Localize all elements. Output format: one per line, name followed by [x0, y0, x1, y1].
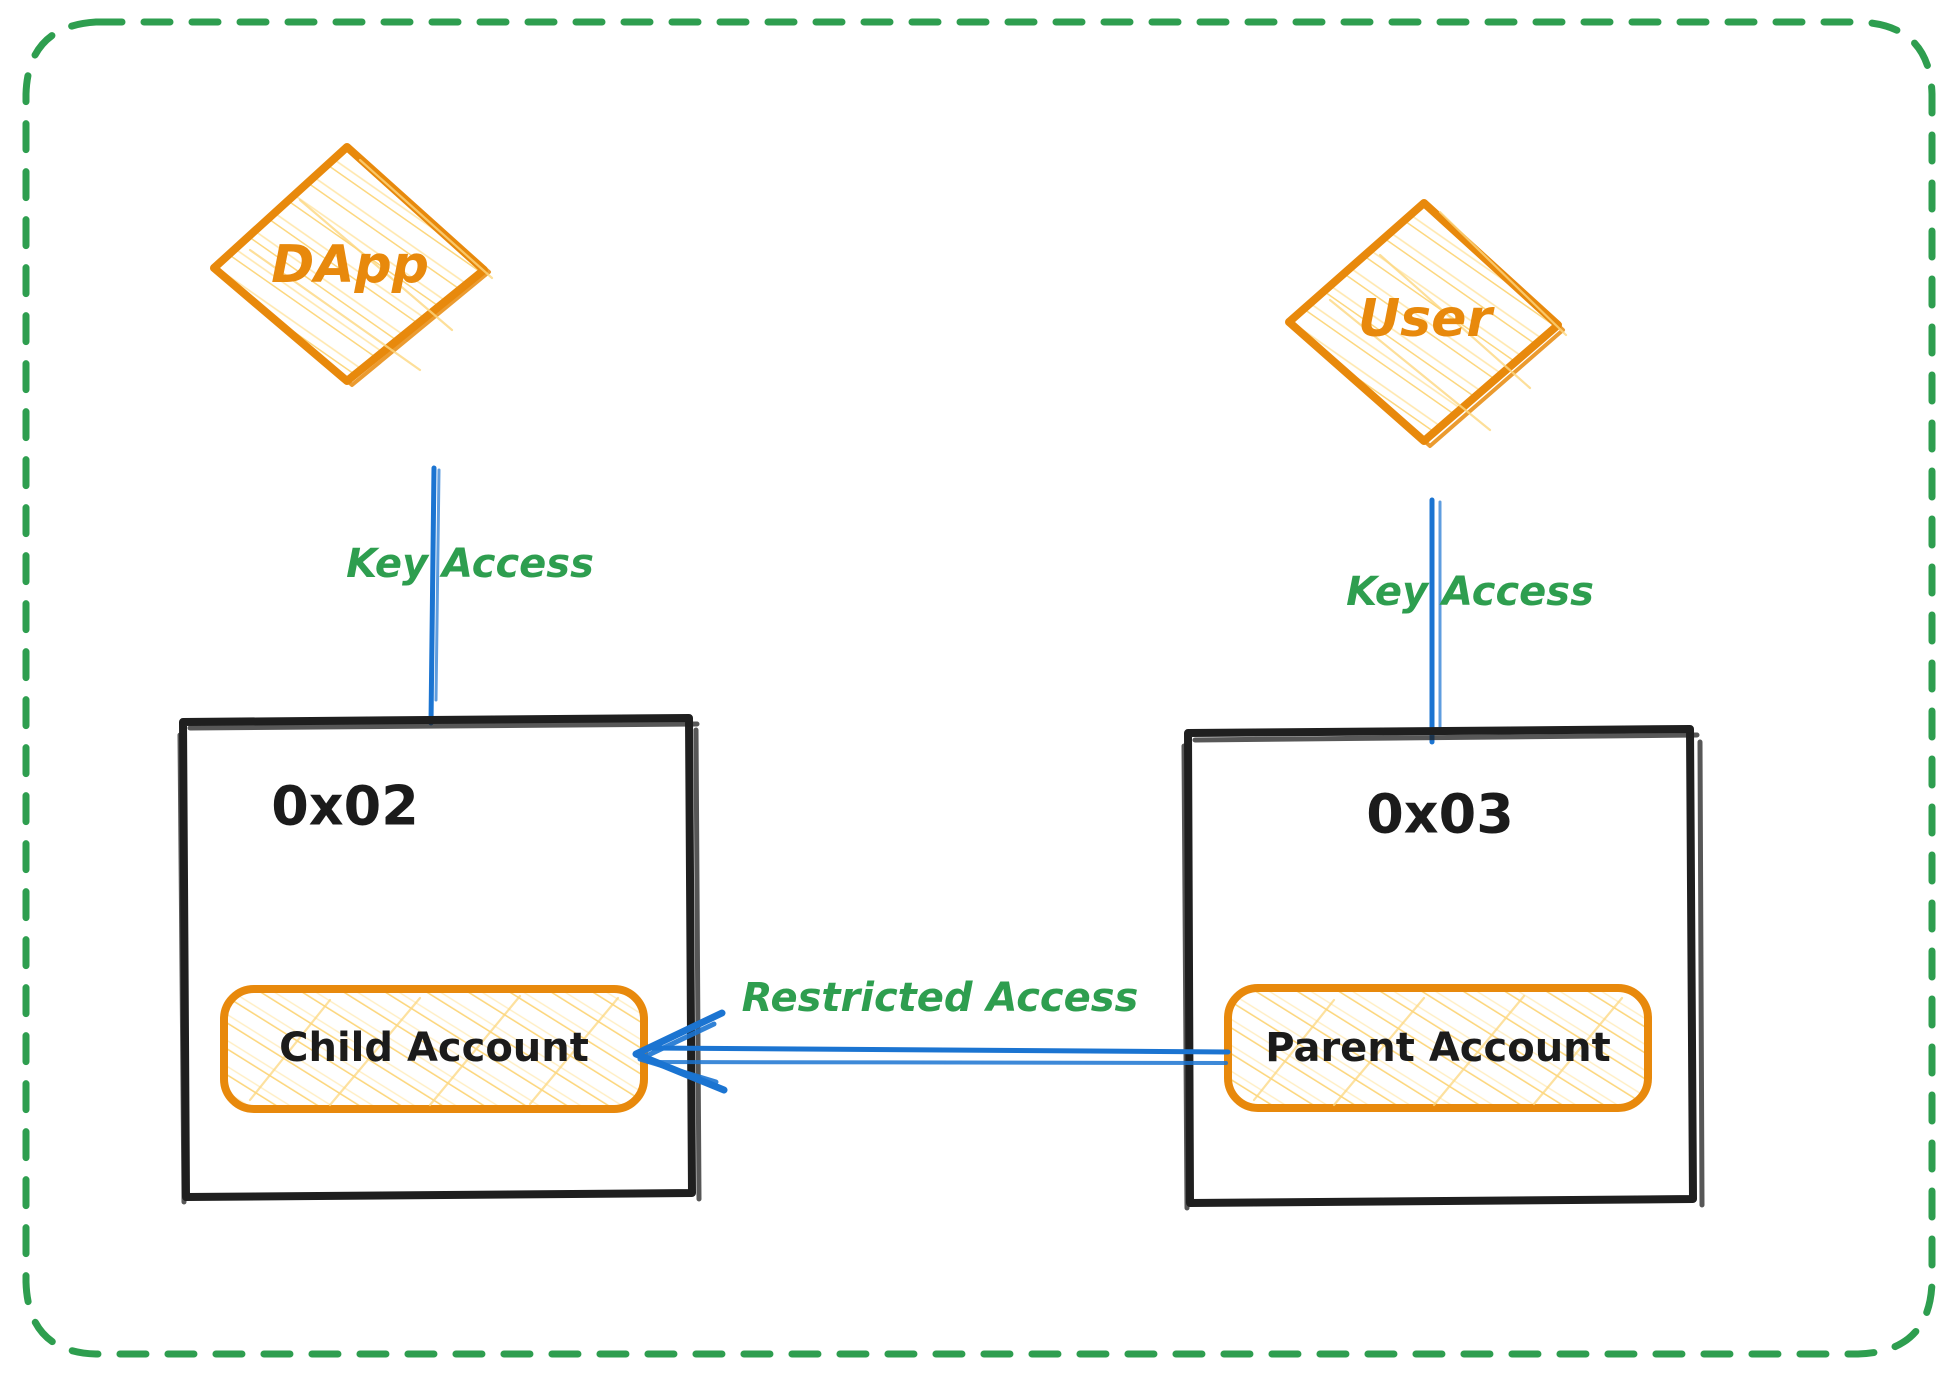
account-box-child[interactable]: 0x02 Child Account	[177, 714, 702, 1205]
restricted-edge-line-b	[646, 1060, 1228, 1065]
child-box-address: 0x02	[271, 775, 419, 838]
restricted-edge-line-a	[647, 1045, 1231, 1055]
user-outline-echo	[1294, 206, 1565, 448]
outer-dashed-boundary	[22, 18, 1936, 1358]
node-user[interactable]: User	[1285, 199, 1568, 448]
parent-box-outline	[1184, 725, 1697, 1207]
edge-label-key-access-user: Key Access	[1346, 569, 1594, 615]
dapp-edge-line	[428, 465, 437, 726]
parent-box-outline-echo	[1181, 732, 1705, 1211]
parent-account-outline	[1224, 984, 1652, 1112]
child-box-outline	[179, 714, 696, 1201]
node-dapp[interactable]: DApp	[210, 143, 494, 387]
child-account-label: Child Account	[279, 1025, 589, 1071]
edge-label-restricted-access: Restricted Access	[742, 975, 1139, 1021]
dapp-outline-echo	[217, 150, 491, 387]
dapp-label: DApp	[271, 235, 429, 295]
edge-dapp-to-child[interactable]: Key Access	[346, 465, 594, 726]
child-account-pill[interactable]: Child Account	[220, 985, 648, 1113]
parent-account-label: Parent Account	[1265, 1025, 1611, 1071]
parent-box-address: 0x03	[1366, 783, 1514, 846]
dapp-edge-line-echo	[434, 468, 441, 702]
parent-account-hatch-fill	[1228, 988, 1648, 1108]
child-box-outline-echo	[177, 721, 702, 1205]
restricted-arrowhead-inner	[637, 1021, 719, 1085]
account-box-parent[interactable]: 0x03 Parent Account	[1181, 725, 1705, 1211]
child-account-hatch-fill	[224, 989, 644, 1109]
edge-label-key-access-dapp: Key Access	[346, 541, 594, 587]
user-label: User	[1358, 289, 1495, 349]
parent-account-pill[interactable]: Parent Account	[1224, 984, 1652, 1112]
edge-parent-to-child[interactable]: Restricted Access	[632, 975, 1231, 1094]
edge-user-to-parent[interactable]: Key Access	[1346, 497, 1594, 745]
